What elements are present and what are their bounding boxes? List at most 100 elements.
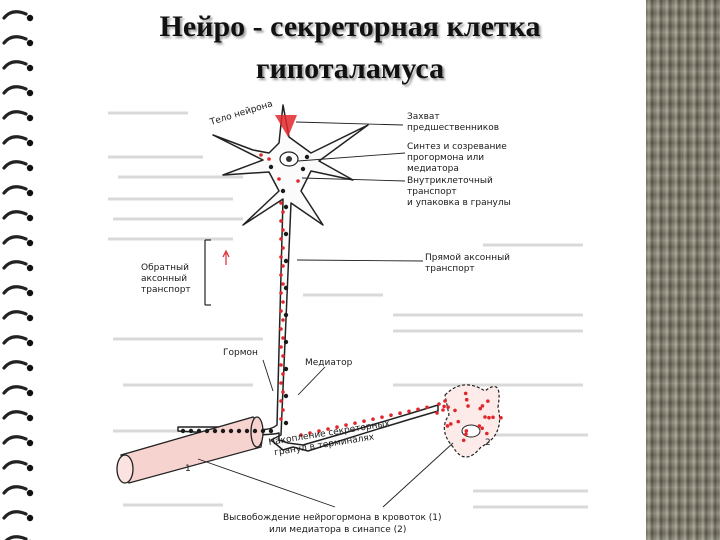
slide-title-line2: гипоталамуса bbox=[255, 52, 445, 85]
granule bbox=[362, 419, 366, 423]
granule bbox=[425, 405, 429, 410]
granule bbox=[236, 428, 242, 434]
binding-hole bbox=[26, 389, 34, 397]
binding-hole bbox=[26, 264, 34, 272]
granule bbox=[499, 416, 503, 420]
svg-text:предшественников: предшественников bbox=[407, 123, 499, 133]
granule bbox=[277, 177, 281, 181]
target-cell bbox=[443, 384, 501, 458]
binding-hole bbox=[26, 39, 34, 47]
binding-ring bbox=[2, 35, 28, 45]
granule bbox=[483, 415, 487, 419]
granule bbox=[228, 428, 234, 434]
binding-hole bbox=[26, 189, 34, 197]
granule bbox=[279, 291, 283, 295]
granule bbox=[283, 204, 289, 210]
svg-text:медиатора: медиатора bbox=[407, 164, 459, 174]
granule bbox=[281, 282, 285, 286]
svg-text:Обратный: Обратный bbox=[141, 263, 189, 273]
svg-text:Синтез и созревание: Синтез и созревание bbox=[407, 142, 507, 152]
binding-hole bbox=[26, 364, 34, 372]
granule bbox=[283, 285, 289, 291]
svg-text:транспорт: транспорт bbox=[425, 264, 475, 274]
granule bbox=[180, 428, 186, 434]
granule bbox=[281, 372, 285, 376]
granule bbox=[279, 237, 283, 241]
granule bbox=[283, 366, 289, 372]
binding-ring bbox=[2, 385, 28, 395]
binding-hole bbox=[26, 489, 34, 497]
granule bbox=[252, 428, 258, 434]
granule bbox=[335, 425, 339, 429]
granule bbox=[279, 327, 283, 331]
label-intracellular: Внутриклеточный транспорт и упаковка в г… bbox=[407, 176, 511, 208]
label-number-1: 1 bbox=[185, 464, 191, 474]
granule bbox=[196, 428, 202, 434]
granule bbox=[283, 312, 289, 318]
granule bbox=[283, 393, 289, 399]
svg-text:Высвобождение нейрогормона в к: Высвобождение нейрогормона в кровоток (1… bbox=[223, 513, 442, 523]
granules bbox=[180, 153, 503, 443]
granule bbox=[283, 258, 289, 264]
binding-hole bbox=[26, 414, 34, 422]
granule bbox=[487, 415, 491, 420]
granule bbox=[204, 428, 210, 434]
granule bbox=[416, 407, 420, 412]
granule bbox=[463, 391, 468, 396]
granule bbox=[281, 390, 285, 394]
granule bbox=[441, 408, 445, 412]
granule bbox=[398, 411, 402, 416]
binding-hole bbox=[26, 214, 34, 222]
binding-ring bbox=[2, 360, 28, 370]
granule bbox=[456, 419, 461, 424]
granule bbox=[279, 417, 283, 421]
granule bbox=[279, 273, 283, 277]
blood-vessel bbox=[116, 416, 264, 484]
svg-text:аксонный: аксонный bbox=[141, 274, 187, 284]
binding-ring bbox=[2, 460, 28, 470]
granule bbox=[281, 336, 285, 340]
granule bbox=[446, 405, 450, 409]
binding-ring bbox=[2, 210, 28, 220]
granule bbox=[466, 404, 470, 408]
granule bbox=[268, 428, 274, 434]
binding-ring bbox=[2, 435, 28, 445]
granule bbox=[279, 363, 283, 367]
retrograde-bracket bbox=[204, 239, 230, 306]
binding-ring bbox=[2, 135, 28, 145]
granule bbox=[279, 309, 283, 313]
granule bbox=[279, 399, 283, 403]
granule bbox=[299, 433, 303, 437]
granule bbox=[279, 381, 283, 385]
granule bbox=[281, 354, 285, 358]
granule bbox=[281, 210, 285, 214]
neuron-diagram: Тело нейрона Захват предшественников Син… bbox=[93, 95, 598, 540]
svg-text:или медиатора в синапсе (2): или медиатора в синапсе (2) bbox=[269, 525, 406, 535]
binding-hole bbox=[26, 289, 34, 297]
binding-ring bbox=[2, 410, 28, 420]
granule bbox=[268, 164, 274, 170]
binding-ring bbox=[2, 110, 28, 120]
label-capture: Захват предшественников bbox=[407, 112, 499, 133]
granule bbox=[260, 428, 266, 434]
svg-text:Прямой аксонный: Прямой аксонный bbox=[425, 253, 510, 263]
granule bbox=[279, 255, 283, 259]
granule bbox=[212, 428, 218, 434]
binding-ring bbox=[2, 260, 28, 270]
binding-ring bbox=[2, 185, 28, 195]
capture-funnel bbox=[275, 115, 297, 137]
label-release: Высвобождение нейрогормона в кровоток (1… bbox=[223, 513, 442, 535]
granule bbox=[435, 411, 439, 415]
granule bbox=[461, 438, 466, 443]
granule bbox=[464, 432, 468, 436]
svg-text:и упаковка в гранулы: и упаковка в гранулы bbox=[407, 198, 511, 208]
granule bbox=[437, 402, 441, 406]
binding-ring bbox=[2, 285, 28, 295]
binding-ring bbox=[2, 60, 28, 70]
granule bbox=[267, 157, 271, 161]
binding-hole bbox=[26, 139, 34, 147]
granule bbox=[485, 431, 489, 436]
granule bbox=[442, 404, 446, 409]
svg-text:Внутриклеточный: Внутриклеточный bbox=[407, 176, 493, 186]
granule bbox=[283, 420, 289, 426]
